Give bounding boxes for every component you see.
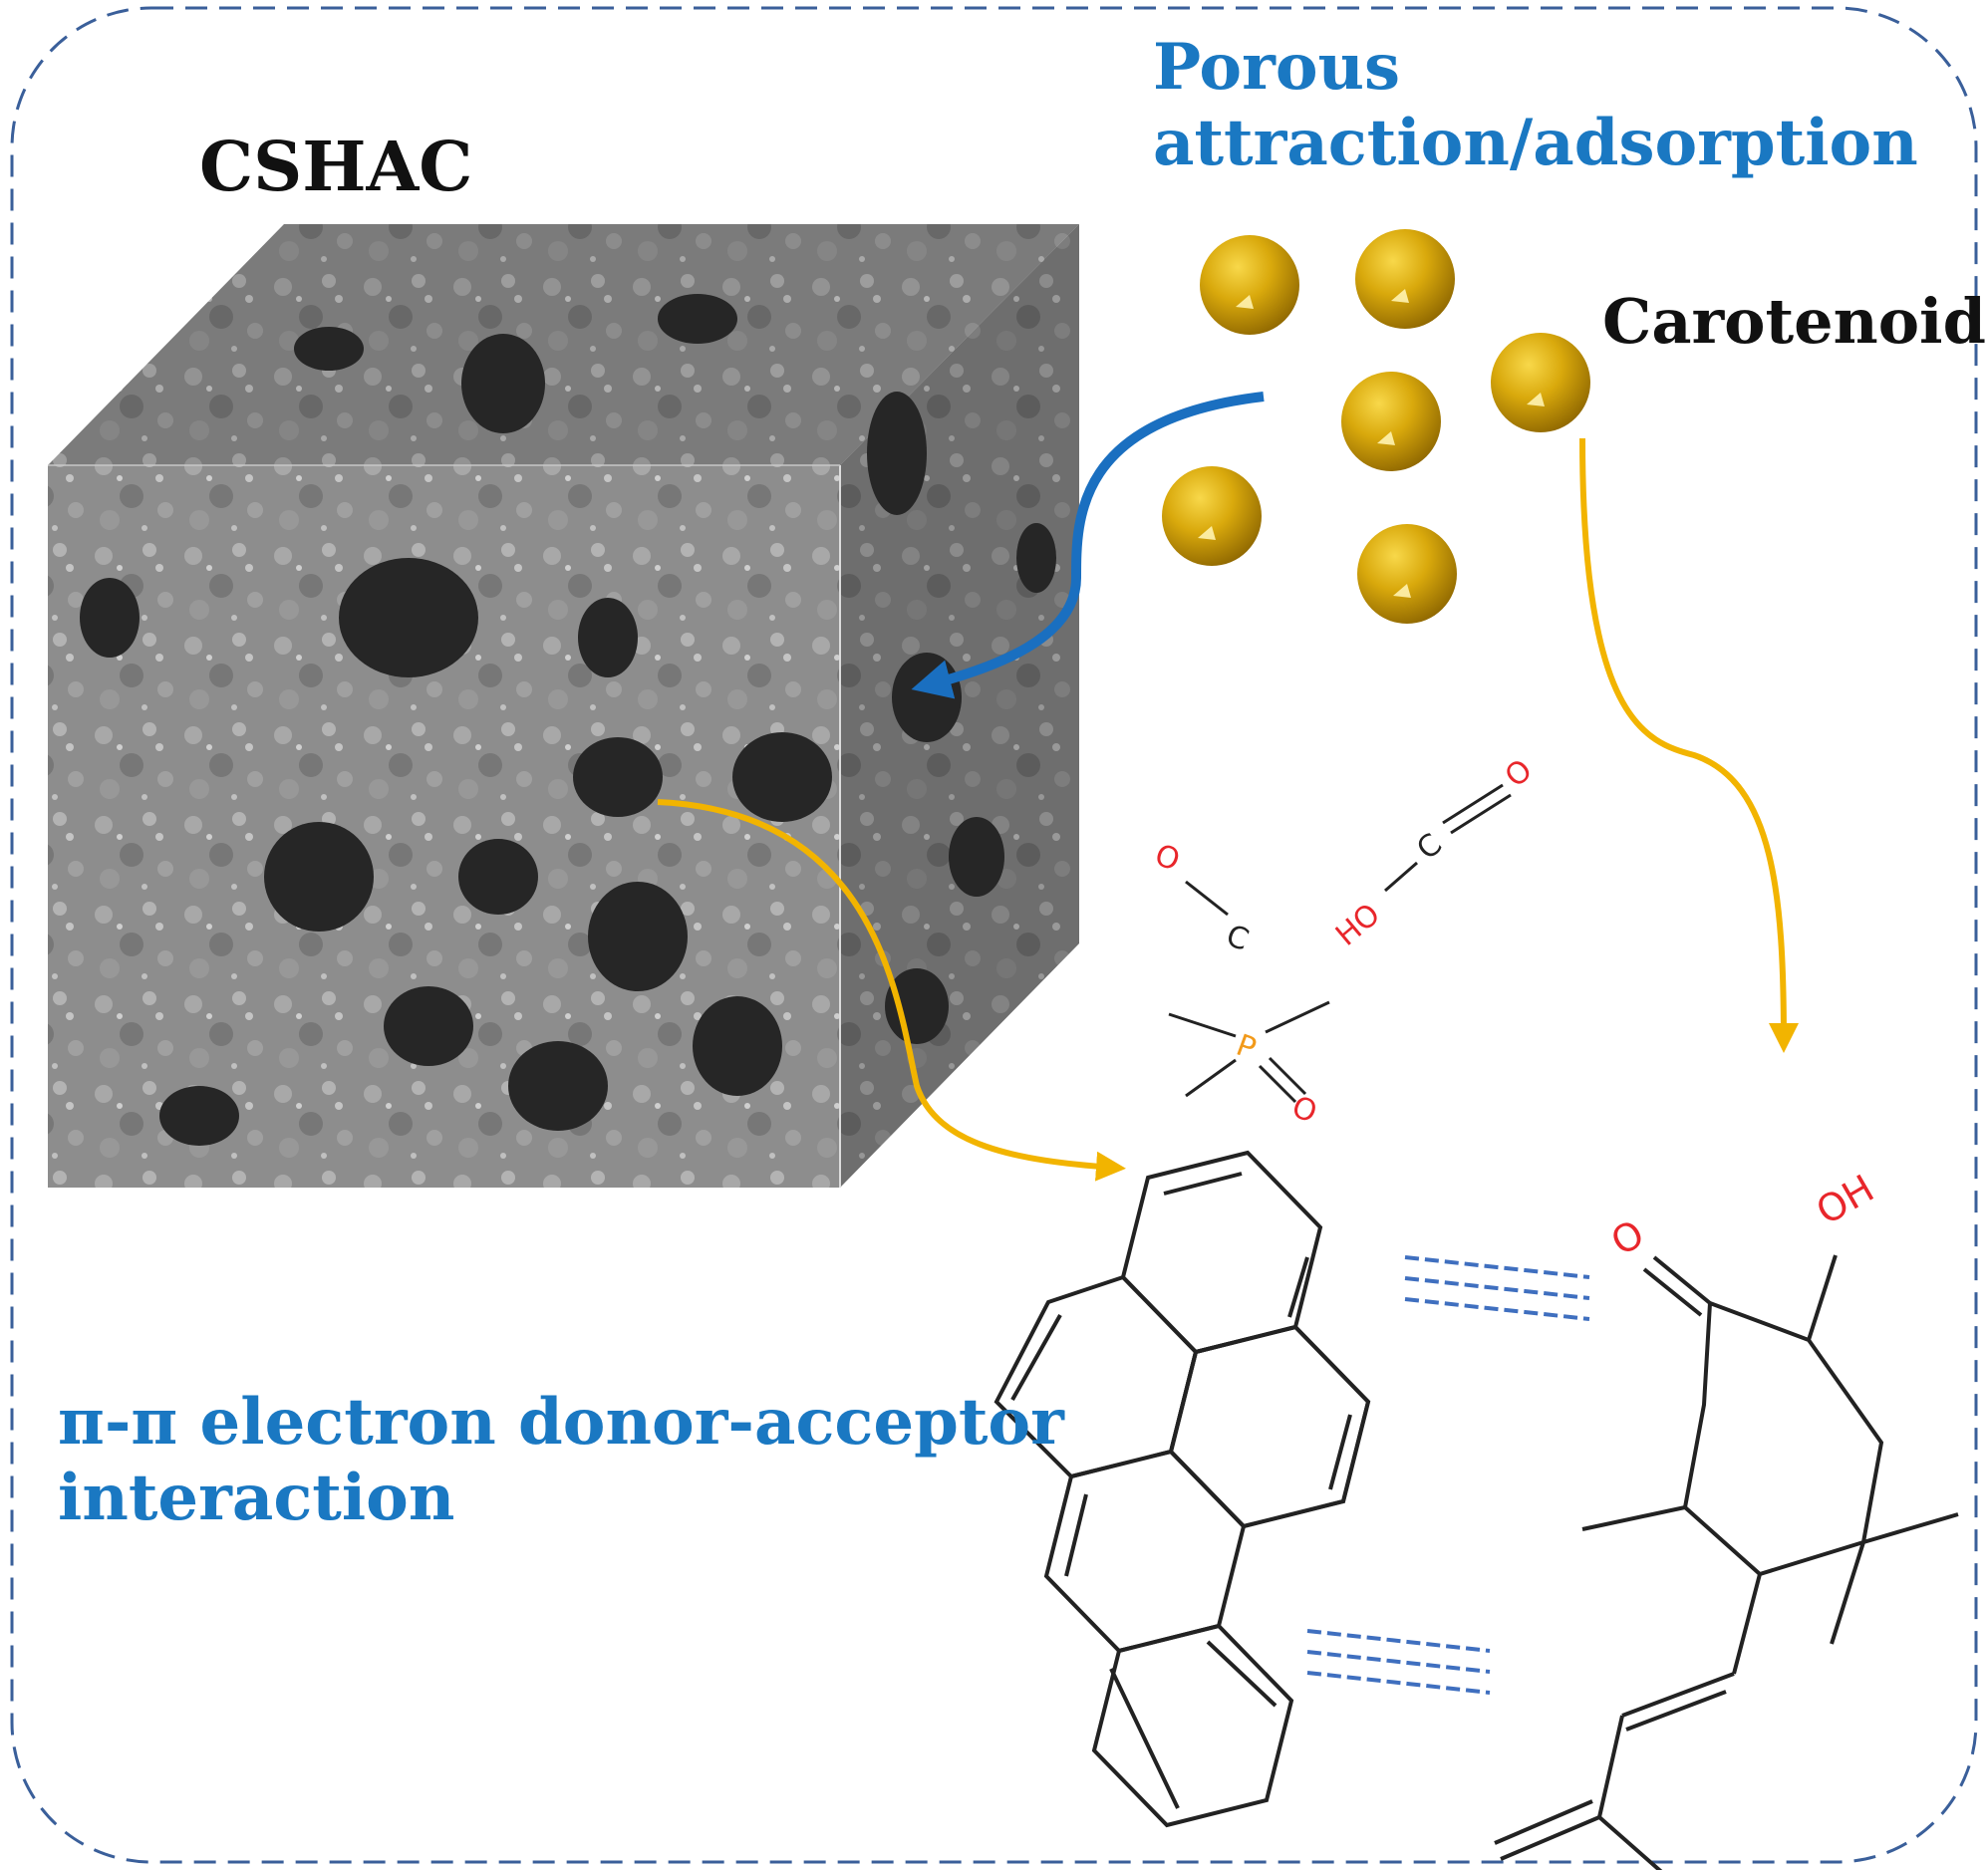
phosphoryl-oxygen-atom: O: [1287, 1090, 1321, 1131]
carboxyl-group: HO C O: [1329, 753, 1540, 953]
porous-adsorption-arrow: [911, 392, 1265, 699]
carotenoid-sphere: [1357, 524, 1457, 624]
carotenoid-sphere: [1491, 333, 1590, 432]
cube-top-face: [48, 224, 1079, 465]
porous-mechanism-line-2: attraction/adsorption: [1153, 105, 1918, 180]
phosphoryl-group: P O: [1168, 1000, 1330, 1131]
carboxyl-oxygen-atom: O: [1499, 753, 1540, 795]
carboxyl-carbon-atom: C: [1410, 827, 1449, 867]
carotenoid-spheres: [1162, 229, 1590, 624]
carotenoid-sphere: [1355, 229, 1455, 329]
carboxyl-hydroxyl-atoms: HO: [1329, 897, 1387, 952]
carotenoid-arrow: [1579, 437, 1799, 1053]
dashed-border: [10, 6, 1978, 1864]
pi-stacking-dashes-lower: [1306, 1629, 1491, 1695]
carotenoid-heteroatoms: OH O: [1603, 1167, 1881, 1264]
pi-interaction-arrow: [657, 799, 1126, 1182]
pi-interaction-line-1: π-π electron donor-acceptor: [58, 1385, 1064, 1460]
carotenoid-molecule-fragment: [1494, 1254, 1959, 1870]
carotenoid-sphere: [1341, 372, 1441, 471]
porous-mechanism-line-1: Porous: [1153, 30, 1401, 105]
carotenoid-hydroxyl-label: OH: [1809, 1167, 1881, 1233]
cube-pores: [80, 294, 1056, 1146]
pi-interaction-label: π-π electron donor-acceptor interaction: [58, 1385, 1064, 1535]
pi-interaction-line-2: interaction: [58, 1460, 455, 1535]
carotenoid-carbonyl-oxygen: O: [1603, 1211, 1651, 1264]
carbonyl-oxygen-atom: O: [1150, 838, 1184, 879]
porous-mechanism-label: Porous attraction/adsorption: [1153, 30, 1918, 180]
pi-stacking-dashes-upper: [1404, 1255, 1590, 1321]
phosphorus-atom: P: [1232, 1028, 1261, 1067]
carotenoid-sphere: [1200, 235, 1299, 335]
aromatic-carbon-structure: [994, 1150, 1371, 1828]
porous-carbon-cube: [48, 224, 1079, 1188]
carotenoid-sphere: [1162, 466, 1262, 566]
material-label: CSHAC: [199, 128, 473, 207]
carotenoid-label: Carotenoid: [1602, 285, 1986, 358]
carbonyl-group: O C: [1150, 838, 1253, 958]
carbonyl-carbon-atom: C: [1222, 919, 1254, 958]
